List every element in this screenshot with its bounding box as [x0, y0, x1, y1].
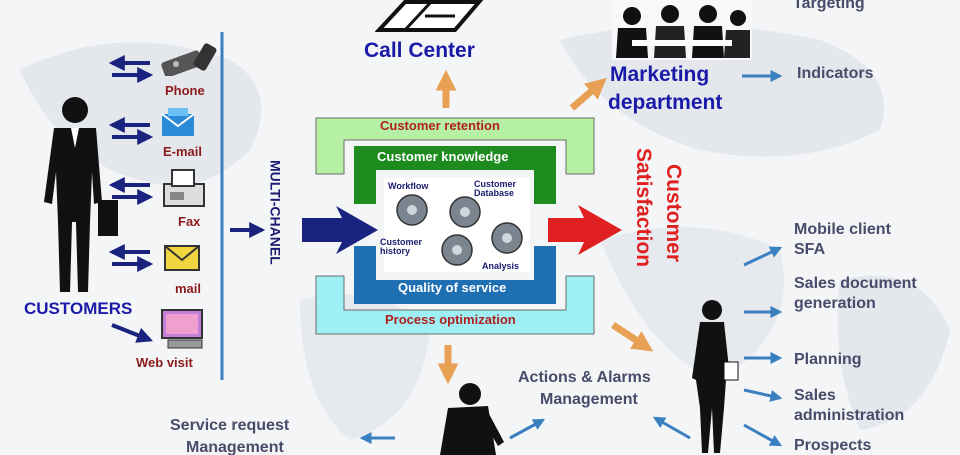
service-request-line2: Management — [186, 440, 284, 455]
actions-alarms-line1: Actions & Alarms — [518, 370, 651, 387]
service-person-silhouette — [430, 382, 506, 455]
sales-output-document-generation: Sales document generation — [794, 274, 924, 314]
sales-output-administration: Sales administration — [794, 386, 944, 426]
actions-alarms-line2: Management — [540, 392, 638, 409]
service-request-line1: Service request — [170, 418, 289, 435]
sales-rep-silhouette — [690, 298, 740, 455]
customer-satisfaction-line2: Satisfaction — [632, 148, 654, 267]
customer-satisfaction-line1: Customer — [662, 164, 684, 262]
sales-output-mobile-sfa: Mobile client SFA — [794, 220, 904, 260]
sales-output-planning: Planning — [794, 352, 862, 369]
sales-output-prospects: Prospects — [794, 438, 871, 455]
